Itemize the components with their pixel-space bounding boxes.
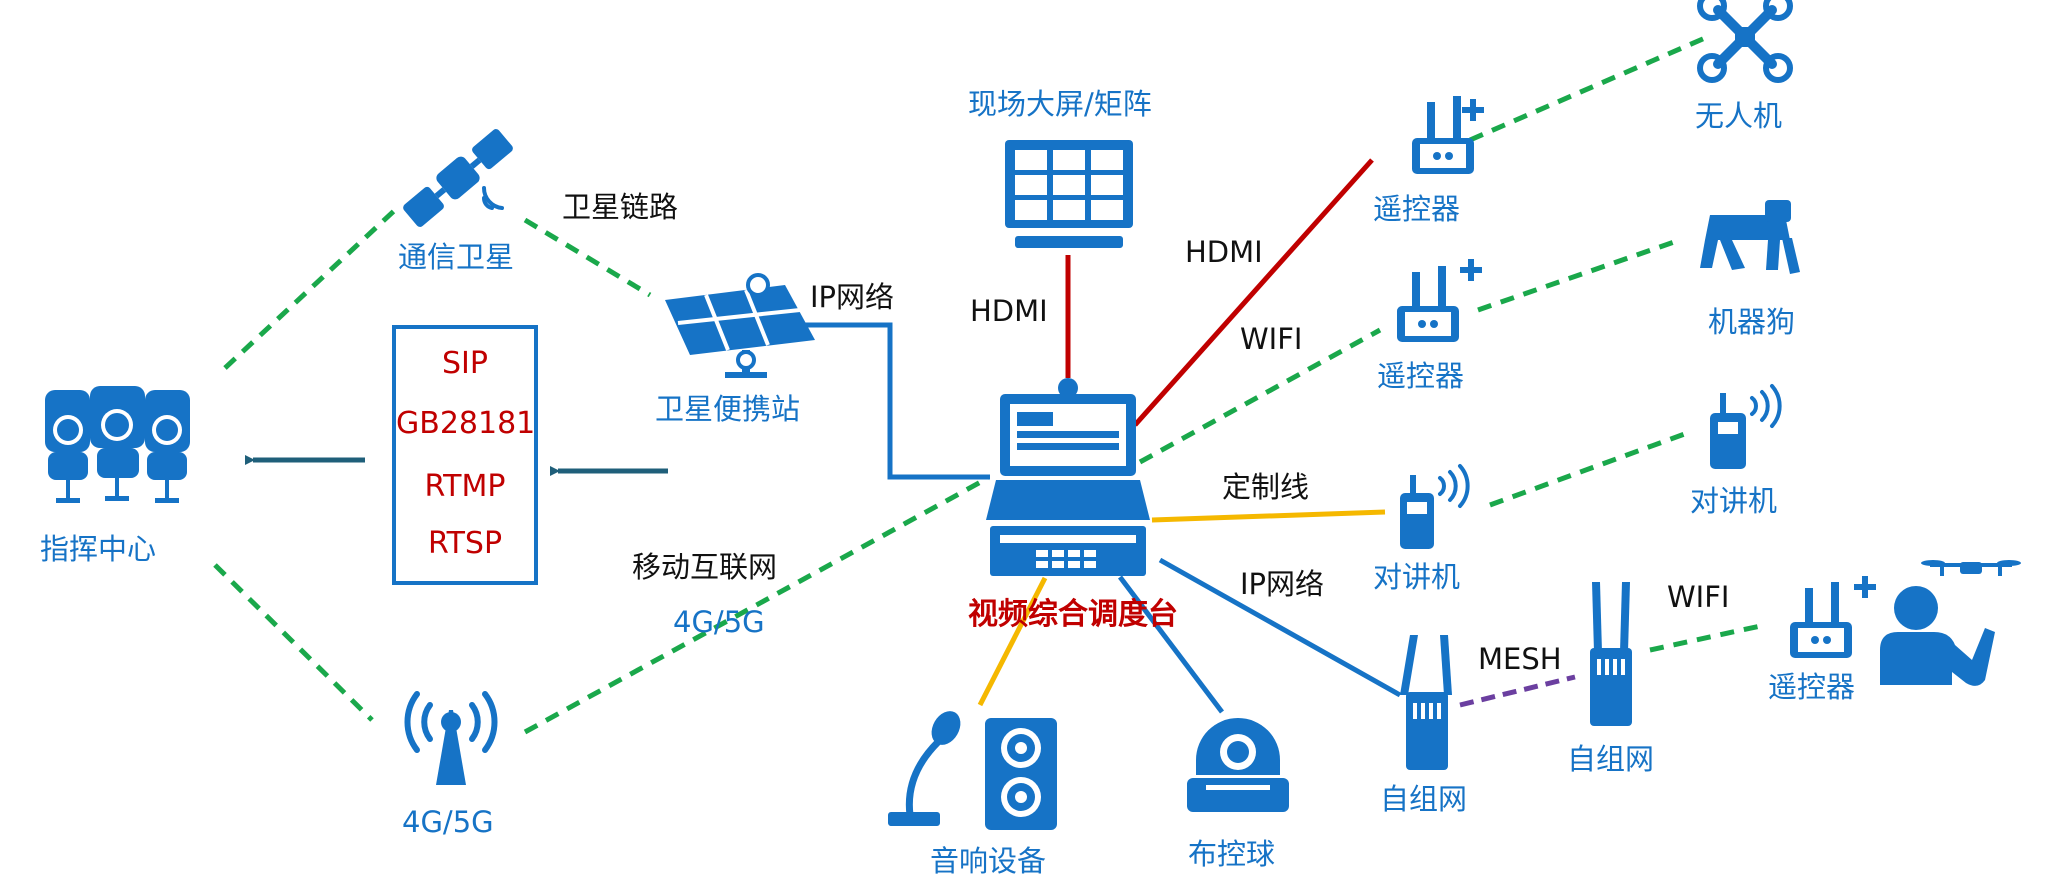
link-satellite-station bbox=[523, 217, 652, 298]
link-console-ptz bbox=[1118, 575, 1224, 714]
label-ip-network-mesh: IP网络 bbox=[1240, 567, 1325, 601]
label-custom-line: 定制线 bbox=[1222, 470, 1310, 504]
link-console-audio bbox=[977, 576, 1048, 707]
link-walkie-walkie bbox=[1489, 429, 1691, 508]
link-remote-dog bbox=[1477, 237, 1681, 313]
label-mobile-internet: 移动互联网 bbox=[632, 550, 778, 584]
walkie-talkie-icon-2 bbox=[1710, 384, 1782, 469]
protocol-sip: SIP bbox=[442, 346, 488, 381]
link-remote-drone bbox=[1469, 35, 1706, 143]
link-hdmi-drone bbox=[1133, 158, 1374, 427]
robot-dog-icon bbox=[1700, 200, 1800, 274]
label-ip-network-top: IP网络 bbox=[810, 280, 895, 314]
label-satellite: 通信卫星 bbox=[398, 240, 515, 274]
label-remote-drone: 遥控器 bbox=[1373, 192, 1461, 226]
link-mesh-mesh bbox=[1459, 674, 1576, 708]
mesh-node-icon-2 bbox=[1590, 582, 1632, 726]
label-audio: 音响设备 bbox=[930, 844, 1047, 878]
label-satellite-link: 卫星链路 bbox=[562, 190, 679, 224]
label-cell-tower: 4G/5G bbox=[402, 805, 494, 839]
link-station-console bbox=[795, 322, 990, 480]
mesh-node-icon bbox=[1400, 635, 1452, 770]
microphone-icon bbox=[888, 711, 961, 826]
satellite-signal-icon bbox=[481, 186, 504, 210]
label-command-center: 指挥中心 bbox=[40, 532, 157, 566]
label-drone: 无人机 bbox=[1695, 99, 1783, 133]
label-mesh-2: 自组网 bbox=[1567, 742, 1655, 776]
label-screen: 现场大屏/矩阵 bbox=[968, 87, 1152, 121]
label-wifi-dog: WIFI bbox=[1240, 322, 1303, 356]
label-portable-station: 卫星便携站 bbox=[655, 392, 801, 426]
cell-tower-icon bbox=[404, 691, 498, 785]
link-console-mesh bbox=[1158, 557, 1402, 698]
label-remote-dog: 遥控器 bbox=[1377, 359, 1465, 393]
link-tower-console bbox=[523, 475, 990, 735]
remote-controller-dog-icon bbox=[1397, 259, 1482, 342]
remote-controller-drone-icon bbox=[1412, 96, 1484, 174]
label-walkie-2: 对讲机 bbox=[1690, 484, 1778, 518]
walkie-talkie-icon bbox=[1400, 464, 1470, 549]
remote-controller-operator-icon bbox=[1790, 576, 1876, 658]
link-console-remote-dog bbox=[1138, 327, 1382, 465]
satellite-icon bbox=[403, 129, 513, 227]
protocol-box: SIP GB28181 RTMP RTSP bbox=[392, 325, 538, 585]
label-robot-dog: 机器狗 bbox=[1708, 305, 1796, 339]
protocol-gb28181: GB28181 bbox=[396, 406, 536, 441]
ptz-camera-icon bbox=[1187, 718, 1289, 812]
drone-icon bbox=[1697, 0, 1793, 83]
protocol-rtsp: RTSP bbox=[427, 526, 503, 561]
speaker-icon bbox=[985, 718, 1057, 830]
portable-station-icon bbox=[665, 273, 815, 378]
link-command-satellite bbox=[223, 208, 397, 370]
link-mesh-operator bbox=[1649, 622, 1766, 653]
label-mesh-1: 自组网 bbox=[1380, 782, 1468, 816]
label-wifi-operator: WIFI bbox=[1667, 580, 1730, 614]
label-mobile-4g5g: 4G/5G bbox=[673, 605, 765, 639]
command-center-icon bbox=[45, 386, 190, 503]
link-command-tower bbox=[213, 563, 374, 722]
protocol-rtmp: RTMP bbox=[424, 469, 506, 504]
label-ptz-camera: 布控球 bbox=[1188, 837, 1276, 871]
label-hdmi-drone: HDMI bbox=[1185, 235, 1263, 269]
console-icon bbox=[986, 378, 1150, 576]
drone-operator-icon bbox=[1880, 560, 2021, 686]
label-hdmi-screen: HDMI bbox=[970, 294, 1048, 328]
label-mesh-link: MESH bbox=[1478, 642, 1562, 676]
link-custom-walkie bbox=[1151, 509, 1386, 523]
screen-icon bbox=[1005, 140, 1133, 248]
label-remote-operator: 遥控器 bbox=[1768, 670, 1856, 704]
connection-lines bbox=[213, 35, 1766, 735]
label-walkie-1: 对讲机 bbox=[1373, 560, 1461, 594]
label-console: 视频综合调度台 bbox=[968, 597, 1178, 632]
